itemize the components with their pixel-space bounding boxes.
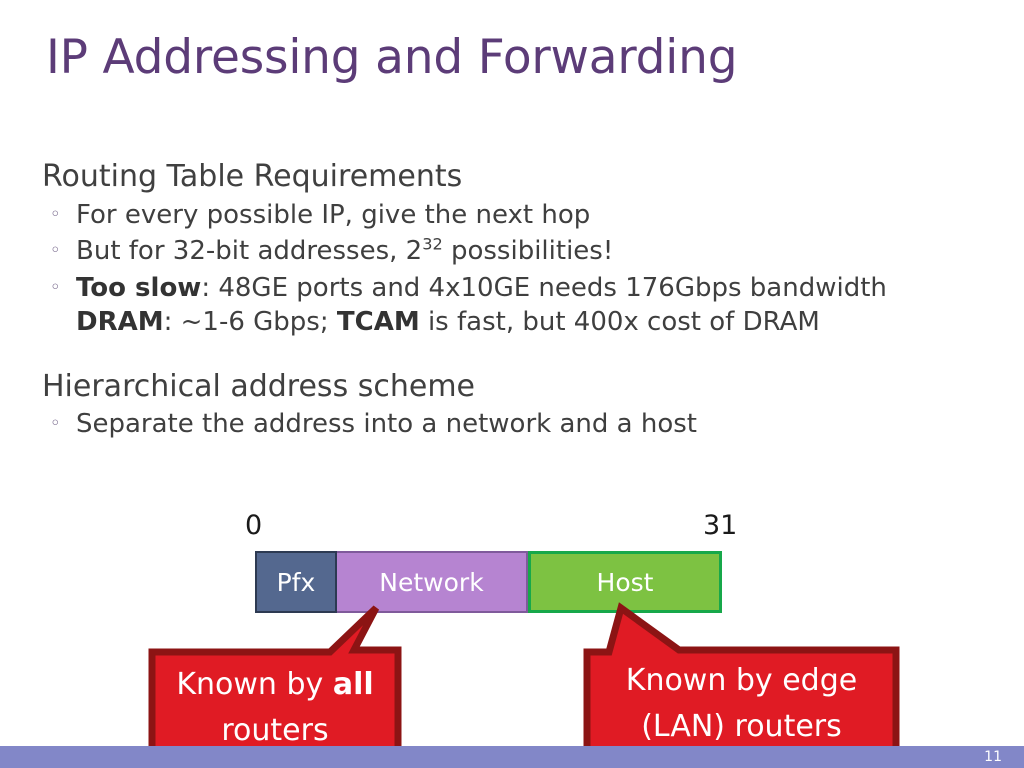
bullet-too-slow: ◦ Too slow: 48GE ports and 4x10GE needs … — [42, 271, 982, 340]
bullet-separate-address: ◦ Separate the address into a network an… — [42, 407, 982, 442]
emphasis-too-slow: Too slow — [76, 272, 202, 303]
callout-left-emphasis-all: all — [332, 667, 374, 702]
address-segment-pfx: Pfx — [255, 551, 337, 613]
footer-bar — [0, 746, 1024, 768]
page-number: 11 — [984, 749, 1002, 765]
emphasis-tcam: TCAM — [336, 307, 420, 338]
callout-right-line2: (LAN) routers — [641, 708, 842, 744]
callout-known-by-all-routers: Known by all routers — [148, 600, 402, 762]
callout-right-line1: Known by edge — [625, 663, 858, 698]
bit-index-start: 0 — [245, 510, 263, 541]
bullet-text: For every possible IP, give the next hop — [76, 199, 591, 230]
section-heading-routing-table: Routing Table Requirements — [42, 159, 463, 194]
bullet-line-two: DRAM: ~1-6 Gbps; TCAM is fast, but 400x … — [76, 305, 982, 340]
callout-known-by-edge-routers: Known by edge (LAN) routers — [583, 598, 900, 760]
callout-right-text: Known by edge (LAN) routers — [583, 658, 900, 749]
bullet-marker-icon: ◦ — [50, 276, 61, 298]
bullet-marker-icon: ◦ — [50, 240, 61, 262]
bullet-marker-icon: ◦ — [50, 203, 61, 225]
slide-body: Routing Table Requirements ◦ For every p… — [42, 158, 982, 444]
bullet-32bit-possibilities: ◦ But for 32-bit addresses, 232 possibil… — [42, 234, 982, 269]
bullet-text: Separate the address into a network and … — [76, 409, 697, 440]
section-heading-hierarchical: Hierarchical address scheme — [42, 368, 476, 404]
bullet-next-hop: ◦ For every possible IP, give the next h… — [42, 198, 982, 233]
bullet-text-mid: : ~1-6 Gbps; — [163, 307, 337, 338]
bit-index-end: 31 — [703, 510, 738, 541]
callout-left-line2: routers — [221, 712, 329, 748]
bullet-text-post: possibilities! — [442, 236, 614, 267]
callout-left-text: Known by all routers — [148, 662, 402, 753]
callout-left-line1-pre: Known by — [176, 667, 333, 702]
bullet-text-rest: : 48GE ports and 4x10GE needs 176Gbps ba… — [201, 272, 887, 303]
page-title: IP Addressing and Forwarding — [46, 30, 738, 85]
bullet-text-pre: But for 32-bit addresses, 2 — [76, 236, 423, 267]
emphasis-dram: DRAM — [76, 307, 164, 338]
address-segment-network: Network — [337, 551, 528, 613]
bullet-text-end: is fast, but 400x cost of DRAM — [419, 307, 820, 338]
exponent-32: 32 — [422, 234, 443, 254]
bullet-marker-icon: ◦ — [50, 413, 61, 435]
